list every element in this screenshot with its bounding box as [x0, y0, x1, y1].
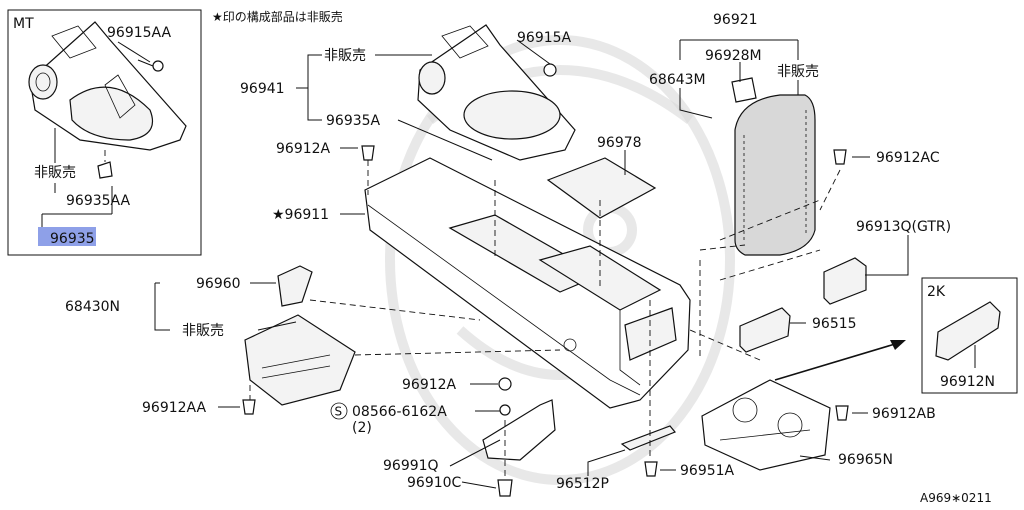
header-note: ★印の構成部品は非販売 — [212, 9, 343, 24]
mt-inset-title: MT — [13, 16, 34, 32]
label-68430n: 68430N — [65, 299, 120, 315]
label-68643m: 68643M — [649, 72, 706, 88]
label-96928m: 96928M — [705, 48, 762, 64]
screw-icon-96915a — [543, 63, 557, 77]
label-96515: 96515 — [812, 316, 857, 332]
label-96935a: 96935A — [326, 113, 381, 129]
label-96912ac: 96912AC — [876, 150, 940, 166]
ashtray-lid — [277, 265, 313, 307]
mt-inset-frame — [7, 9, 202, 256]
arrow-to-2k — [774, 340, 906, 381]
label-not-sold-ash: 非販売 — [182, 323, 224, 339]
ashtray-assembly — [244, 265, 356, 406]
clip-icon — [97, 150, 113, 179]
label-96911: ★96911 — [272, 207, 329, 223]
clip-96512p — [620, 425, 676, 451]
label-96991q: 96991Q — [383, 458, 439, 474]
cup-holder-base — [701, 379, 831, 471]
mt-screw-label: 96915AA — [107, 25, 172, 41]
label-96941: 96941 — [240, 81, 285, 97]
k2-cup-holder-cover — [935, 301, 1001, 361]
clip-icon-96912aa — [242, 399, 256, 415]
label-not-sold-lid: 非販売 — [777, 64, 819, 80]
label-96910c: 96910C — [407, 475, 462, 491]
pocket-96515 — [739, 307, 791, 353]
label-96951a: 96951A — [680, 463, 735, 479]
label-08566: 08566-6162A — [352, 404, 447, 420]
clip-icon-96912ab — [835, 405, 849, 421]
armrest-lid — [731, 77, 816, 256]
label-96912a-top: 96912A — [276, 141, 331, 157]
screw-icon — [137, 59, 164, 72]
screw-icon-08566 — [499, 404, 511, 416]
label-screw-mark: S — [335, 405, 343, 419]
label-96978: 96978 — [597, 135, 642, 151]
bracket — [482, 399, 556, 461]
footer-code: A969∗0211 — [920, 491, 992, 505]
clip-icon-96951a — [644, 461, 658, 477]
label-96912a-mid: 96912A — [402, 377, 457, 393]
leader-lines — [154, 39, 909, 489]
mt-part-label: 96935 — [50, 231, 95, 247]
k2-inset-frame — [921, 277, 1018, 394]
k2-inset-title: 2K — [927, 284, 946, 300]
label-not-sold-top: 非販売 — [324, 48, 366, 64]
k2-inset: 2K 96912N — [921, 277, 1018, 394]
clip-icon-96912ac — [833, 149, 847, 165]
mt-not-sold-label: 非販売 — [34, 165, 76, 181]
mt-clip-label: 96935AA — [66, 193, 131, 209]
assembly-lines — [249, 160, 841, 478]
labels: 96915A 非販売 96941 96935A 96912A 96978 969… — [65, 12, 951, 492]
mt-shifter-bezel — [28, 21, 187, 151]
label-96913q: 96913Q(GTR) — [856, 219, 951, 235]
cover-gtr — [823, 257, 867, 305]
console-pad — [546, 157, 657, 219]
clip-icon-96910c — [497, 479, 513, 497]
label-96912aa: 96912AA — [142, 400, 207, 416]
console-body — [364, 157, 691, 409]
label-96915a: 96915A — [517, 30, 572, 46]
clip-icon-96912a-top — [361, 145, 375, 161]
label-96912ab: 96912AB — [872, 406, 936, 422]
k2-part-label: 96912N — [940, 374, 995, 390]
label-96921: 96921 — [713, 12, 758, 28]
mt-part-highlight — [38, 227, 96, 246]
upper-bezel — [417, 24, 576, 161]
clip-icon-96912a-mid — [498, 377, 512, 391]
label-qty-2: (2) — [352, 420, 372, 436]
mt-inset: MT 96915AA 非販売 96935AA 96935 — [7, 9, 202, 256]
screw-mark-circle — [330, 402, 348, 420]
label-96965n: 96965N — [838, 452, 893, 468]
label-96512p: 96512P — [556, 476, 609, 492]
label-96960: 96960 — [196, 276, 241, 292]
